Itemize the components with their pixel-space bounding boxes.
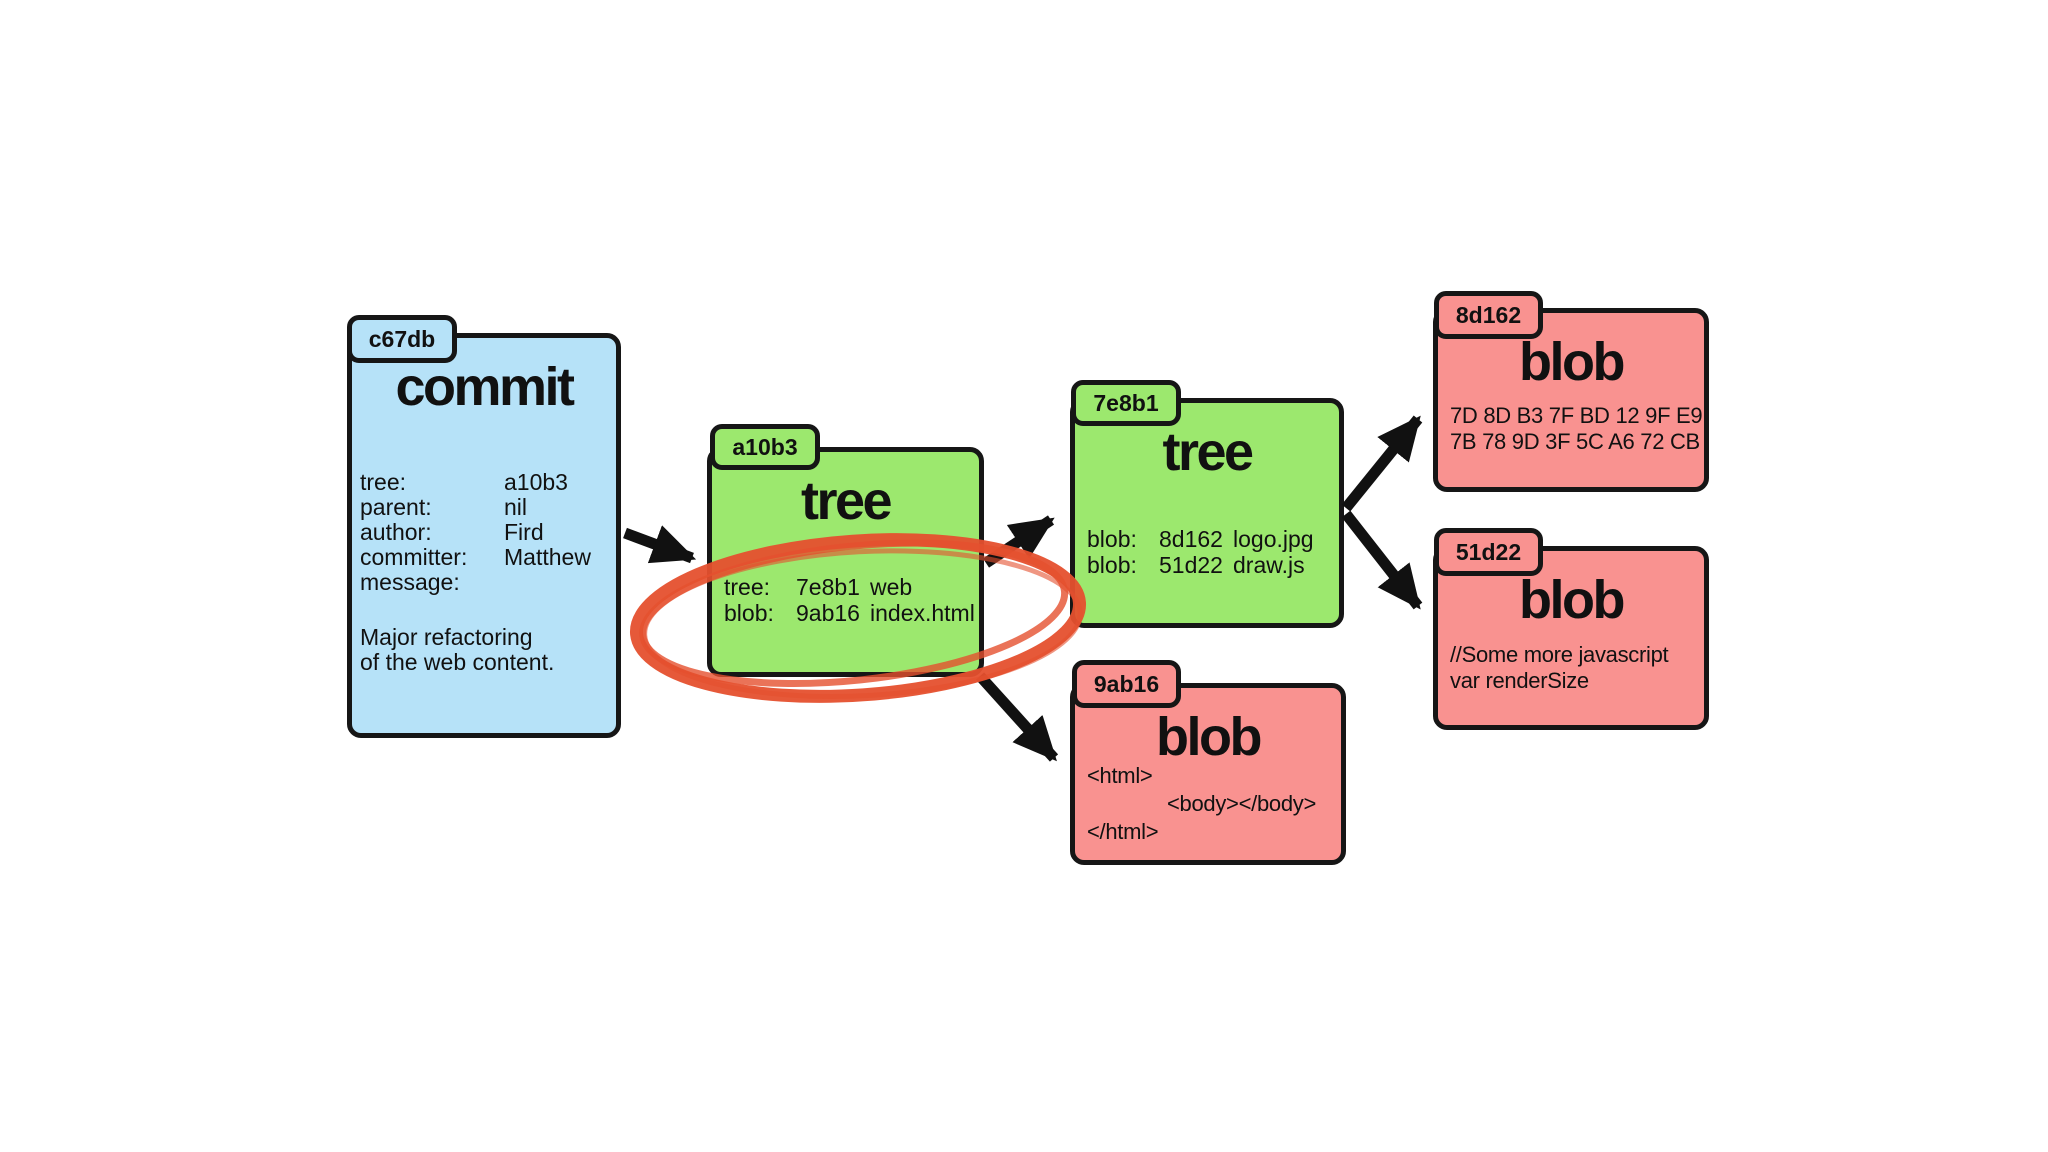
field-label: parent: xyxy=(360,494,432,520)
entry-name: web xyxy=(870,574,913,600)
field-value: Fird xyxy=(504,519,544,545)
arrow-tree-7e8b1-to-blob-8d162 xyxy=(1341,415,1423,512)
entry-kind: tree: xyxy=(724,574,771,600)
entry-hash: 51d22 xyxy=(1159,552,1223,578)
commit-hash-label: c67db xyxy=(368,325,436,352)
tree-a10b3-node: a10b3 tree tree: 7e8b1 web blob: 9ab16 i… xyxy=(707,424,984,677)
blob-content-line: var renderSize xyxy=(1450,668,1589,693)
blob-9ab16-node: 9ab16 blob <html> <body></body> </html> xyxy=(1070,660,1346,865)
arrow-tree-7e8b1-to-blob-51d22 xyxy=(1341,510,1423,610)
tree-7e8b1-hash-tab: 7e8b1 xyxy=(1071,380,1181,426)
field-label: author: xyxy=(360,519,432,545)
field-value: nil xyxy=(504,494,528,520)
blob-8d162-title: blob xyxy=(1519,332,1625,392)
field-value: a10b3 xyxy=(504,469,568,495)
tree-a10b3-entries: tree: 7e8b1 web blob: 9ab16 index.html xyxy=(712,574,975,626)
commit-title: commit xyxy=(395,357,575,417)
entry-hash: 8d162 xyxy=(1159,526,1223,552)
commit-field-committer: committer: Matthew xyxy=(360,545,591,570)
field-label: message: xyxy=(360,569,460,595)
entry-name: logo.jpg xyxy=(1233,526,1314,552)
arrow-commit-to-tree-a10b3 xyxy=(623,525,697,564)
blob-content-line: 7D 8D B3 7F BD 12 9F E9 xyxy=(1450,403,1703,428)
blob-8d162-node: 8d162 blob 7D 8D B3 7F BD 12 9F E9 7B 78… xyxy=(1433,291,1709,492)
blob-51d22-node: 51d22 blob //Some more javascript var re… xyxy=(1433,528,1709,730)
entry-kind: blob: xyxy=(1087,552,1137,578)
blob-content-line: <body></body> xyxy=(1167,791,1317,816)
tree-entry: blob: 9ab16 index.html xyxy=(712,600,975,626)
blob-51d22-hash-tab: 51d22 xyxy=(1434,528,1543,576)
tree-7e8b1-title: tree xyxy=(1162,422,1254,482)
commit-field-parent: parent: nil xyxy=(360,495,591,520)
blob-9ab16-hash-tab: 9ab16 xyxy=(1072,660,1181,708)
blob-hash-label: 51d22 xyxy=(1455,538,1522,565)
tree-a10b3-title: tree xyxy=(800,471,893,531)
blob-51d22-title: blob xyxy=(1519,570,1625,630)
tree-hash-label: 7e8b1 xyxy=(1093,389,1159,416)
blob-content-line: </html> xyxy=(1087,819,1159,844)
commit-message-line: Major refactoring xyxy=(360,624,533,650)
blob-9ab16-content: <html> <body></body> </html> xyxy=(1087,762,1316,846)
field-label: committer: xyxy=(360,544,468,570)
field-value: Matthew xyxy=(504,544,591,570)
blob-hash-label: 8d162 xyxy=(1455,301,1522,328)
blob-8d162-hash-tab: 8d162 xyxy=(1434,291,1543,339)
commit-node: c67db commit tree: a10b3 parent: nil aut… xyxy=(347,315,621,738)
tree-7e8b1-entries: blob: 8d162 logo.jpg blob: 51d22 draw.js xyxy=(1075,526,1314,578)
commit-field-tree: tree: a10b3 xyxy=(360,470,591,495)
blob-content-line: 7B 78 9D 3F 5C A6 72 CB xyxy=(1450,429,1700,454)
blob-8d162-content: 7D 8D B3 7F BD 12 9F E9 7B 78 9D 3F 5C A… xyxy=(1450,403,1703,455)
tree-a10b3-hash-tab: a10b3 xyxy=(710,424,820,470)
entry-name: draw.js xyxy=(1233,552,1305,578)
commit-hash-tab: c67db xyxy=(347,315,457,363)
tree-entry: blob: 8d162 logo.jpg xyxy=(1075,526,1314,552)
blob-51d22-content: //Some more javascript var renderSize xyxy=(1450,642,1669,694)
blob-9ab16-title: blob xyxy=(1156,707,1262,767)
commit-fields: tree: a10b3 parent: nil author: Fird com… xyxy=(360,470,591,595)
entry-name: index.html xyxy=(870,600,975,626)
field-label: tree: xyxy=(360,469,407,495)
entry-kind: blob: xyxy=(1087,526,1137,552)
tree-7e8b1-node: 7e8b1 tree blob: 8d162 logo.jpg blob: 51… xyxy=(1070,380,1344,628)
arrow-tree-a10b3-to-blob-9ab16 xyxy=(975,672,1059,762)
entry-hash: 9ab16 xyxy=(796,600,860,626)
commit-field-message: message: xyxy=(360,570,591,595)
tree-entry: tree: 7e8b1 web xyxy=(712,574,975,600)
commit-message-text: Major refactoring of the web content. xyxy=(360,625,554,675)
commit-message-line: of the web content. xyxy=(360,649,555,675)
tree-hash-label: a10b3 xyxy=(732,433,798,460)
blob-content-line: <html> xyxy=(1087,763,1153,788)
commit-field-author: author: Fird xyxy=(360,520,591,545)
tree-entry: blob: 51d22 draw.js xyxy=(1075,552,1314,578)
entry-kind: blob: xyxy=(724,600,774,626)
blob-content-line: //Some more javascript xyxy=(1450,642,1669,667)
entry-hash: 7e8b1 xyxy=(796,574,860,600)
arrow-tree-a10b3-to-tree-7e8b1 xyxy=(982,515,1055,568)
blob-hash-label: 9ab16 xyxy=(1093,670,1160,697)
